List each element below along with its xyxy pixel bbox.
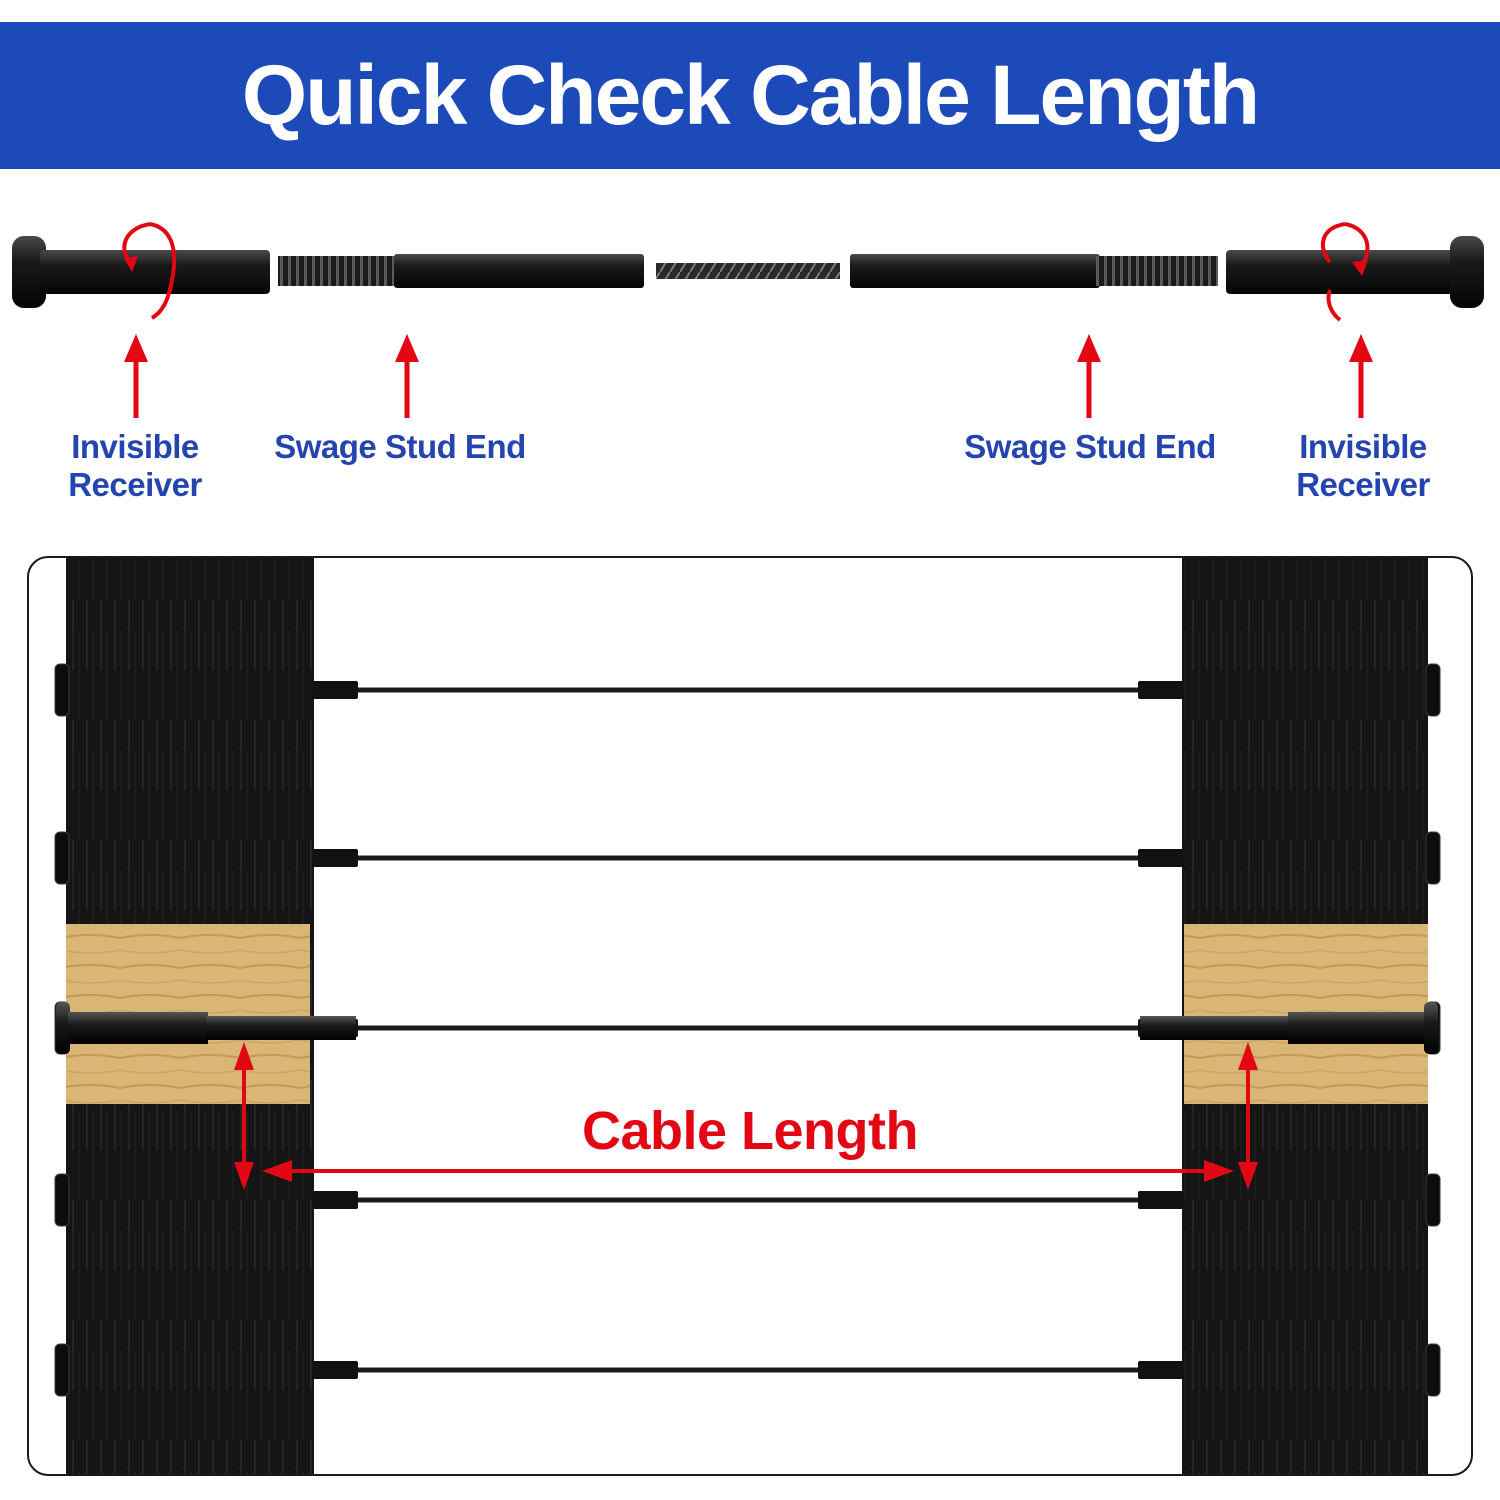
right-receiver-cap — [1425, 663, 1441, 717]
hardware-diagram — [12, 222, 1484, 418]
up-arrow-icon — [395, 334, 419, 418]
right-receiver-cutaway — [1140, 1002, 1438, 1054]
rotate-arrow-icon — [1320, 222, 1370, 322]
right-receiver — [1226, 236, 1484, 308]
up-arrow-icon — [124, 334, 148, 418]
left-stud-end — [312, 849, 358, 867]
left-receiver-cap — [54, 1343, 70, 1397]
right-receiver-cap — [1425, 1173, 1441, 1227]
header-bar: Quick Check Cable Length — [0, 22, 1500, 169]
left-receiver-cap — [54, 831, 70, 885]
right-stud-label: Swage Stud End — [964, 428, 1216, 465]
left-receiver-cap — [54, 663, 70, 717]
right-stud-end — [1138, 1191, 1184, 1209]
left-receiver-label: Invisible Receiver — [68, 428, 202, 503]
vertical-arrow-icon — [234, 1042, 254, 1190]
left-receiver-cap — [54, 1173, 70, 1227]
railing-frame — [27, 556, 1473, 1476]
cable-row — [54, 663, 1441, 717]
left-stud-label: Swage Stud End — [274, 428, 526, 465]
cable-segment — [656, 263, 840, 279]
right-receiver-cap — [1425, 831, 1441, 885]
dimension-arrow-icon — [262, 1160, 1234, 1182]
left-receiver-cutaway — [56, 1002, 356, 1054]
left-stud-end — [312, 1361, 358, 1379]
left-stud-end — [312, 1191, 358, 1209]
up-arrow-icon — [1349, 334, 1373, 418]
right-receiver-cap — [1425, 1343, 1441, 1397]
left-swage-stud — [278, 254, 644, 288]
cable-length-label: Cable Length — [581, 1101, 919, 1161]
rotate-arrow-icon — [122, 222, 177, 320]
page-title: Quick Check Cable Length — [241, 48, 1260, 142]
right-stud-end — [1138, 849, 1184, 867]
right-receiver-label: Invisible Receiver — [1296, 428, 1430, 503]
cable-row — [54, 1343, 1441, 1397]
left-stud-end — [312, 681, 358, 699]
cable-row — [54, 1173, 1441, 1227]
cable-row — [54, 831, 1441, 885]
right-swage-stud — [850, 254, 1218, 288]
vertical-arrow-icon — [1238, 1042, 1258, 1190]
left-receiver — [12, 236, 270, 308]
right-stud-end — [1138, 681, 1184, 699]
up-arrow-icon — [1077, 334, 1101, 418]
right-stud-end — [1138, 1361, 1184, 1379]
